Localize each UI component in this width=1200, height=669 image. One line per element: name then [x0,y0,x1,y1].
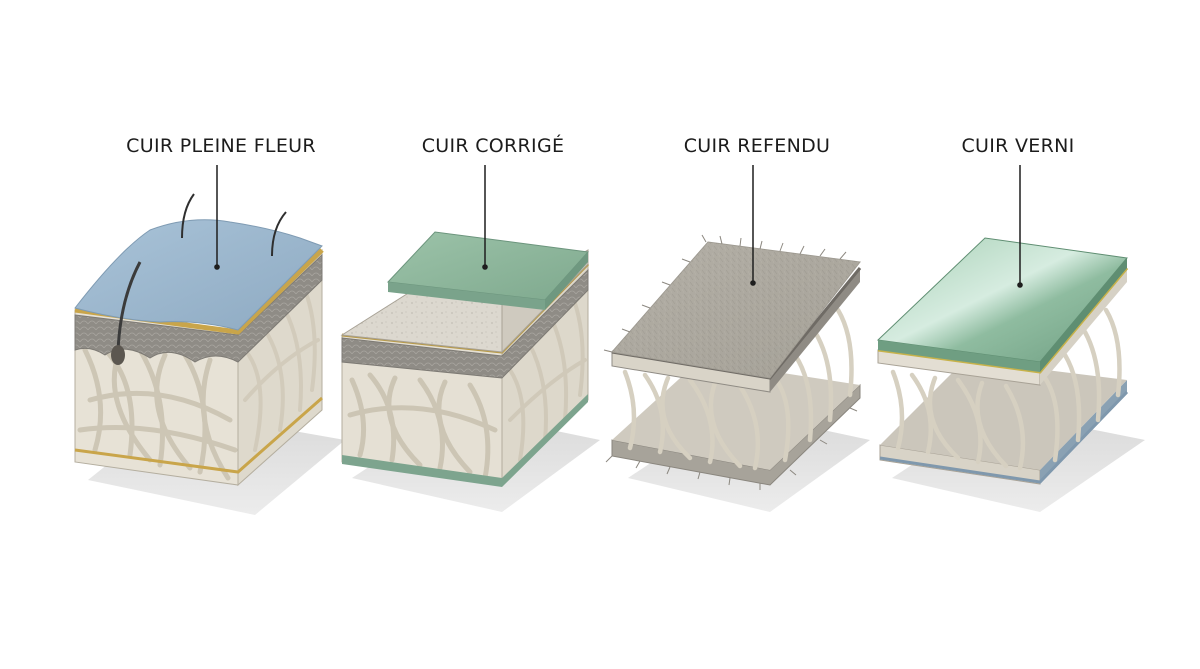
finish-coat-front [388,282,545,310]
block-pleine-fleur: CUIR PLEINE FLEUR [74,135,345,515]
fuzz-fringe [603,234,858,490]
grain-surface [74,219,323,331]
hair [271,211,287,257]
papillary-layer [74,253,323,363]
finish-coat-side [545,252,588,310]
hair-follicle [116,261,142,353]
block-corrige: CUIR CORRIGÉ [340,134,600,512]
upper-slab-side [1040,268,1127,385]
block-verni: CUIR VERNI [876,135,1145,512]
label-cuir-pleine-fleur: CUIR PLEINE FLEUR [126,135,316,157]
leader-dot [214,264,220,270]
block-refendu: CUIR REFENDU [603,135,870,512]
lacquer-edge-front [878,340,1040,372]
label-cuir-refendu: CUIR REFENDU [684,135,831,157]
label-cuir-verni: CUIR VERNI [961,135,1074,157]
lacquer-edge-side [1040,258,1127,372]
leader-dot [1017,282,1023,288]
top-slab-side [770,268,860,392]
label-cuir-corrige: CUIR CORRIGÉ [422,134,565,157]
leader-dot [750,280,756,286]
gold-band-bottom [74,396,323,474]
leader-dot [482,264,488,270]
scaly-band [341,268,589,379]
hair [181,193,195,239]
